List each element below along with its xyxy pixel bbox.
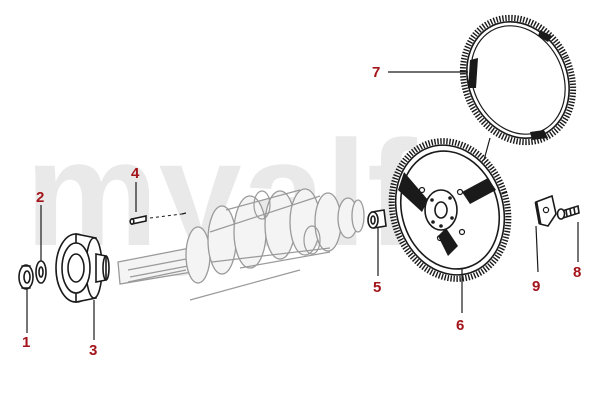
part-8-bolt [556, 204, 580, 220]
callout-3: 3 [89, 342, 97, 359]
callout-6: 6 [456, 317, 464, 334]
callout-8: 8 [573, 264, 581, 281]
callout-labels: 1 2 3 4 5 6 7 8 9 [22, 64, 581, 359]
part-6-flywheel [388, 138, 512, 282]
leader-lines [26, 71, 579, 340]
part-4-dowel-pin [129, 212, 187, 225]
callout-4: 4 [131, 165, 140, 182]
callout-2: 2 [36, 189, 44, 206]
callout-1: 1 [22, 334, 30, 351]
ring-gear-fit-line [483, 137, 491, 161]
callout-9: 9 [532, 278, 540, 295]
part-1-nut [18, 264, 34, 290]
callout-7: 7 [372, 64, 380, 81]
part-9-lock-plate [534, 194, 557, 227]
part-2-washer [35, 260, 47, 284]
part-3-pulley [55, 233, 110, 303]
callout-5: 5 [373, 279, 381, 296]
crankshaft [117, 188, 365, 301]
part-5-pilot-bush [367, 209, 387, 229]
